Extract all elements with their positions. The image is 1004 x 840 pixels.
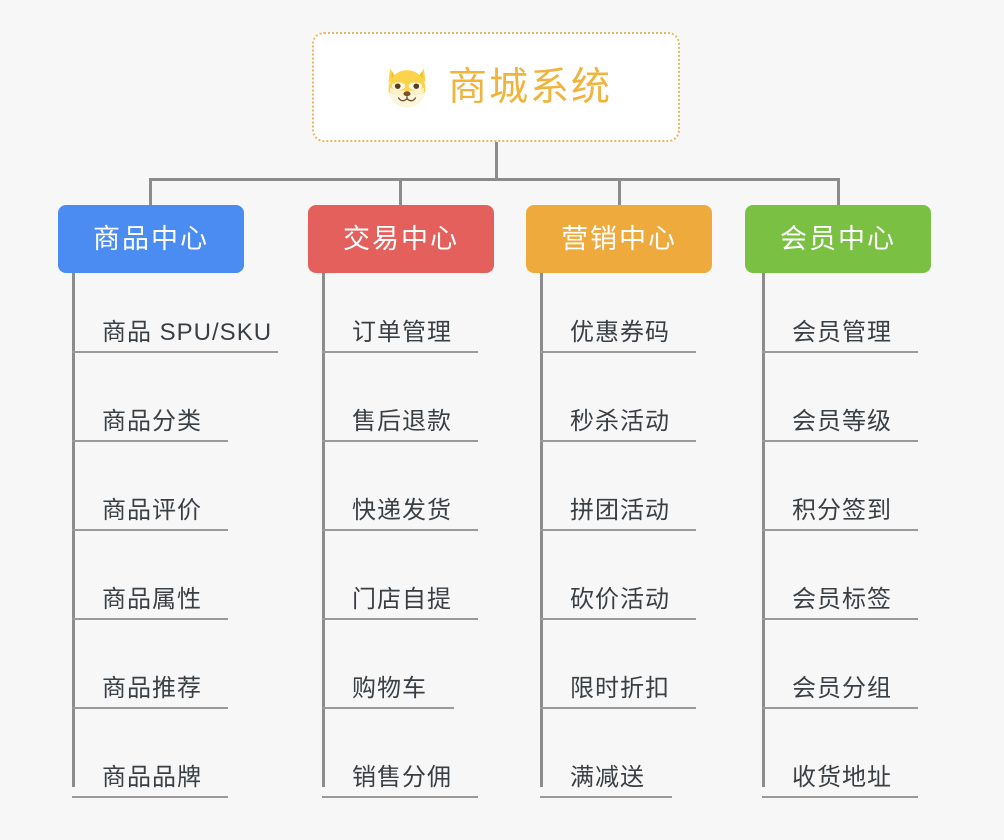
connector-horizontal-bus: [150, 178, 840, 181]
leaf-underline: [322, 707, 454, 709]
leaf-label: 秒杀活动: [570, 408, 670, 435]
leaf-label: 售后退款: [352, 408, 452, 435]
leaf-underline: [72, 440, 228, 442]
connector-drop-member-center: [837, 178, 840, 206]
leaf-label: 商品品牌: [102, 764, 202, 791]
leaf-underline: [72, 618, 228, 620]
category-box-member-center[interactable]: 会员中心: [745, 205, 931, 273]
root-title: 商城系统: [447, 65, 612, 109]
leaf-underline: [762, 351, 918, 353]
leaf-label: 商品属性: [102, 586, 202, 613]
leaf-underline: [762, 440, 918, 442]
leaf-underline: [540, 796, 672, 798]
leaf-label: 会员等级: [792, 408, 892, 435]
leaf-label: 会员管理: [792, 319, 892, 346]
leaf-label: 会员标签: [792, 586, 892, 613]
leaf-underline: [72, 796, 228, 798]
leaf-label: 商品分类: [102, 408, 202, 435]
leaf-underline: [540, 529, 696, 531]
leaf-underline: [762, 618, 918, 620]
leaf-label: 收货地址: [792, 764, 892, 791]
leaf-underline: [322, 618, 478, 620]
leaf-underline: [762, 707, 918, 709]
leaf-label: 砍价活动: [570, 586, 670, 613]
leaf-underline: [322, 796, 478, 798]
leaf-label: 商品 SPU/SKU: [102, 319, 273, 346]
connector-drop-product-center: [149, 178, 152, 206]
shiba-dog-face-icon: [388, 68, 426, 108]
leaf-label: 商品推荐: [102, 675, 202, 702]
leaf-underline: [72, 707, 228, 709]
leaf-underline: [322, 440, 478, 442]
leaf-underline: [540, 707, 696, 709]
leaf-label: 快递发货: [352, 497, 452, 524]
connector-root-stem: [495, 142, 498, 180]
leaf-underline: [72, 529, 228, 531]
category-label-trade-center: 交易中心: [343, 223, 459, 254]
leaf-underline: [72, 351, 278, 353]
leaf-underline: [322, 351, 478, 353]
category-label-product-center: 商品中心: [93, 223, 209, 254]
leaf-label: 商品评价: [102, 497, 202, 524]
leaf-label: 会员分组: [792, 675, 892, 702]
category-label-marketing-center: 营销中心: [561, 223, 677, 254]
leaf-label: 满减送: [570, 764, 645, 791]
category-label-member-center: 会员中心: [780, 223, 896, 254]
leaf-label: 优惠券码: [570, 319, 670, 346]
connector-drop-trade-center: [399, 178, 402, 206]
connector-drop-marketing-center: [618, 178, 621, 206]
leaf-label: 限时折扣: [570, 675, 670, 702]
leaf-underline: [540, 618, 696, 620]
leaf-label: 门店自提: [352, 586, 452, 613]
leaf-underline: [322, 529, 478, 531]
leaf-label: 拼团活动: [570, 497, 670, 524]
leaf-underline: [540, 351, 696, 353]
leaf-label: 积分签到: [792, 497, 892, 524]
leaf-label: 销售分佣: [352, 764, 452, 791]
leaf-label: 订单管理: [352, 319, 452, 346]
leaf-label: 购物车: [352, 675, 427, 702]
leaf-underline: [762, 529, 918, 531]
leaf-underline: [762, 796, 918, 798]
category-box-marketing-center[interactable]: 营销中心: [526, 205, 712, 273]
category-box-trade-center[interactable]: 交易中心: [308, 205, 494, 273]
root-node-shop-system[interactable]: 商城系统: [312, 32, 680, 142]
leaf-underline: [540, 440, 696, 442]
category-box-product-center[interactable]: 商品中心: [58, 205, 244, 273]
